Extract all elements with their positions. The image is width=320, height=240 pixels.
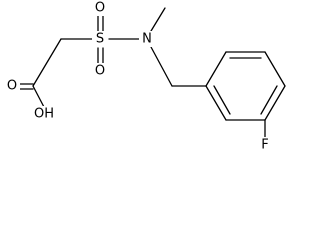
structure-drawing: O OH S O O N F — [6, 1, 286, 153]
ring-bond-3 — [264, 51, 286, 87]
bond-n-methyl — [150, 7, 166, 32]
label-oxygen-sulfonyl-bottom: O — [95, 64, 105, 79]
label-hydroxyl: OH — [34, 107, 54, 122]
ring-bond-1 — [205, 51, 227, 87]
label-sulfur: S — [96, 32, 104, 47]
ring-inner-bond-2 — [260, 85, 278, 115]
bond-n-ch2 — [150, 46, 173, 87]
label-nitrogen: N — [142, 32, 152, 47]
ring-bond-6 — [205, 85, 227, 121]
bonds — [16, 7, 286, 139]
label-fluorine: F — [261, 138, 268, 153]
label-oxygen-carbonyl: O — [7, 79, 17, 94]
bond-c-ch2 — [32, 38, 62, 87]
ring-bond-4 — [264, 85, 286, 121]
label-oxygen-sulfonyl-top: O — [95, 1, 105, 16]
bond-c-oh — [32, 85, 46, 110]
atom-labels: O OH S O O N F — [6, 1, 272, 153]
ring-inner-bond-3 — [213, 85, 231, 115]
